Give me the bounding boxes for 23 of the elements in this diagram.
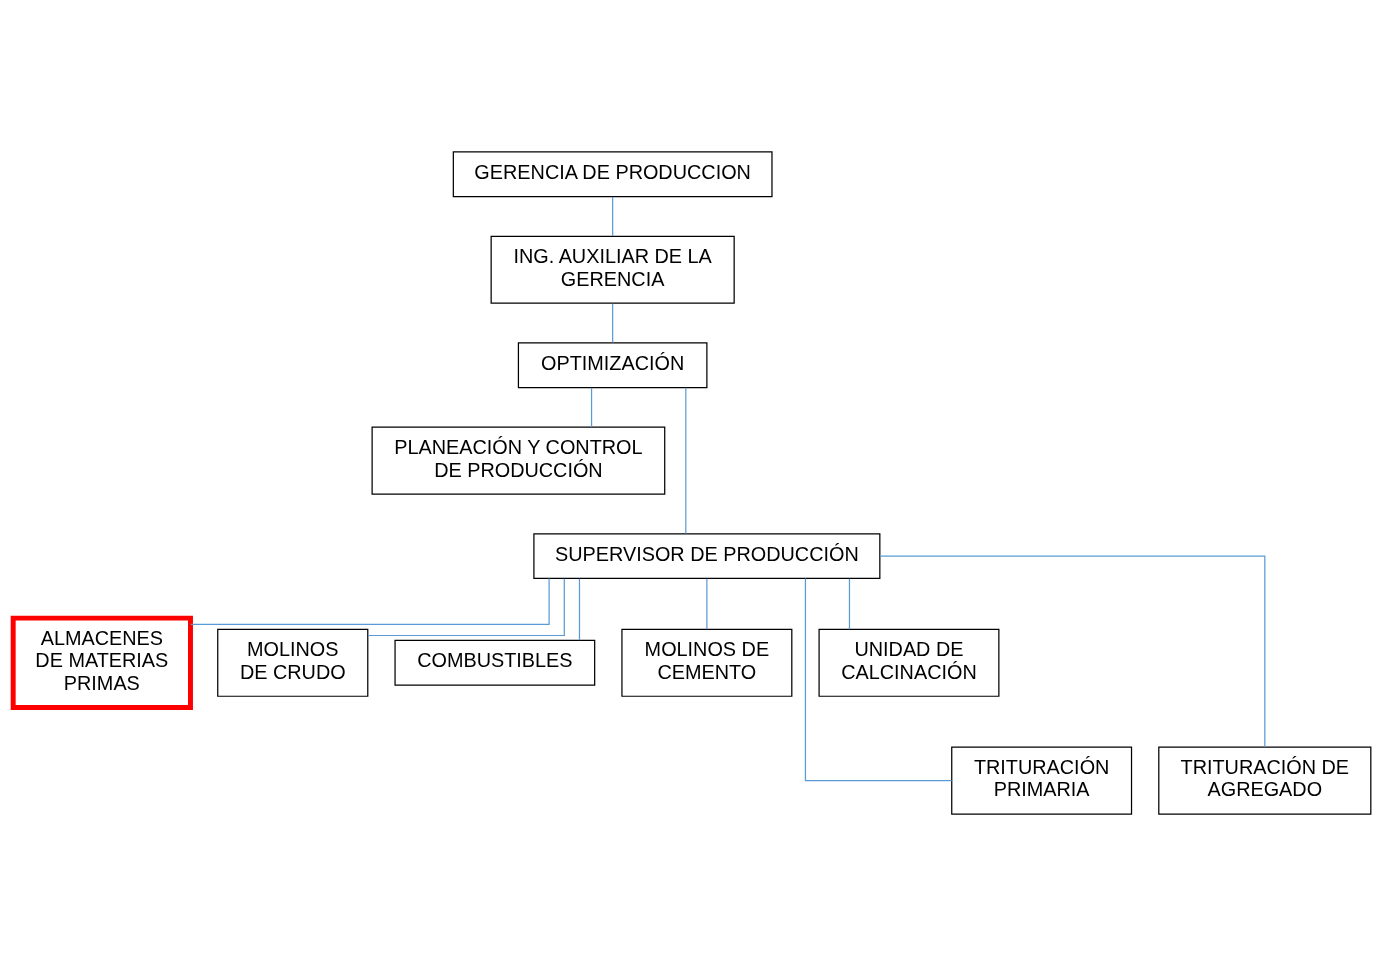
connector xyxy=(612,196,614,237)
node-box: TRITURACIÓN DE AGREGADO xyxy=(1158,746,1372,815)
node-box: GERENCIA DE PRODUCCION xyxy=(452,151,773,198)
connector xyxy=(685,387,687,535)
connector xyxy=(706,578,708,630)
node-box: PLANEACIÓN Y CONTROL DE PRODUCCIÓN xyxy=(371,426,666,495)
node-box: ALMACENES DE MATERIAS PRIMAS xyxy=(10,615,193,710)
node-box: MOLINOS DE CRUDO xyxy=(217,628,369,697)
connector xyxy=(590,387,593,428)
connector xyxy=(578,578,581,641)
connector xyxy=(367,578,565,637)
node-box: UNIDAD DE CALCINACIÓN xyxy=(818,628,1000,697)
connector xyxy=(848,578,851,630)
node-box: TRITURACIÓN PRIMARIA xyxy=(951,746,1133,815)
node-box: COMBUSTIBLES xyxy=(394,639,596,686)
connector xyxy=(804,577,953,782)
connector xyxy=(612,303,614,344)
node-box: OPTIMIZACIÓN xyxy=(517,342,708,389)
connector xyxy=(190,577,550,625)
node-box: ING. AUXILIAR DE LA GERENCIA xyxy=(490,235,735,304)
node-box: MOLINOS DE CEMENTO xyxy=(621,628,793,697)
connector xyxy=(879,555,1266,748)
node-box: SUPERVISOR DE PRODUCCIÓN xyxy=(533,533,881,580)
